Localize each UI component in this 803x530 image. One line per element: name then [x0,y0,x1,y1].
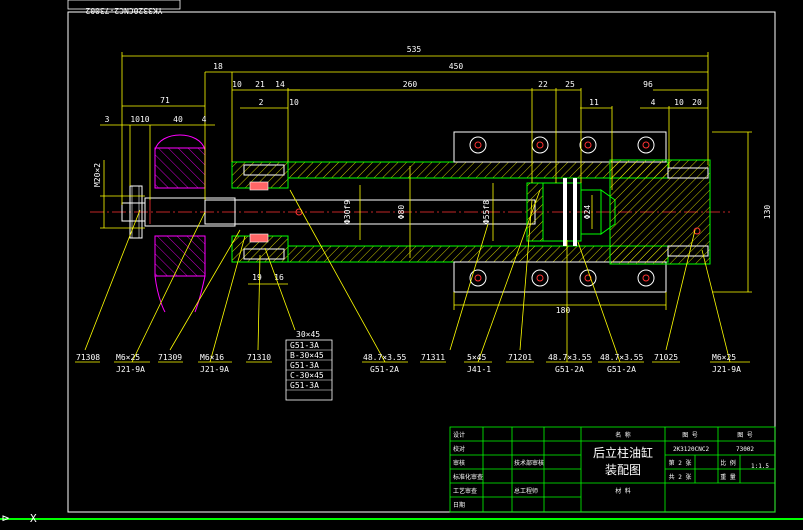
tb-material-label: 材 料 [615,487,631,495]
tb-title-line1: 后立柱油缸 [593,445,653,460]
callout-m6x25a-bottom: J21-9A [116,365,145,374]
dim-m20: M20×2 [93,163,102,187]
ucs-arrow-icon: ⊳ [2,511,9,525]
dim-14: 14 [275,80,285,89]
dim-10a: 10 [232,80,242,89]
seal-item-5: C-30×45 [290,371,324,380]
tb-title-line2: 装配图 [605,463,641,477]
callout-o48b-bottom: G51-2A [555,365,584,374]
ucs-x-label: X [30,512,37,525]
callout-71310: 71310 [247,353,271,362]
dim-4: 4 [202,115,207,124]
tb-sheet-2: 共 2 张 [669,473,692,481]
dim-96: 96 [643,80,653,89]
dim-dia80: Φ80 [397,205,406,220]
dim-21: 21 [255,80,265,89]
dim-260: 260 [403,80,418,89]
dim-3: 3 [105,115,110,124]
tb-row-5: 工艺审查 [453,487,477,495]
callout-o48b-top: 48.7×3.55 [548,353,592,362]
callout-o48a-top: 48.7×3.55 [363,353,407,362]
seal-item-6: G51-3A [290,381,319,390]
dim-2: 2 [259,98,264,107]
dim-20: 20 [692,98,702,107]
callout-o48a-bottom: G51-2A [370,365,399,374]
dim-10c: 10 [674,98,684,107]
dim-10-10: 1010 [130,115,149,124]
dim-25: 25 [565,80,575,89]
tb-row-4: 标准化审查 [453,473,483,481]
tb-row-6: 日期 [453,501,465,509]
dim-dia55: Φ55f8 [482,200,491,224]
tb-sheet-1: 第 2 张 [669,459,692,467]
callout-m6x16-bottom: J21-9A [200,365,229,374]
dim-11: 11 [589,98,599,107]
dim-71: 71 [160,96,170,105]
dim-40: 40 [173,115,183,124]
dim-dia24: Φ24 [583,205,592,220]
tb-row-2: 校对 [453,445,465,453]
tb-scale: 1:1.5 [751,463,769,470]
dim-dia30: Φ30f9 [343,200,352,224]
drawing-frame [67,11,776,513]
dim-535: 535 [407,45,422,54]
title-stamp: YK3320CNC2-73002 [85,6,162,15]
callout-5x45-bottom: J41-1 [467,365,491,374]
callout-m6x25a-top: M6×25 [116,353,140,362]
tb-row-3: 审核 [453,459,465,467]
leader-lines [75,189,750,363]
tb-scale-label: 比 例 [720,459,736,467]
seal-item-2: G51-3A [290,341,319,350]
callout-71201: 71201 [508,353,532,362]
tb-drawing-no: 2K3120CNC2 [673,446,710,453]
dim-22: 22 [538,80,548,89]
seal-item-1: 30×45 [296,330,320,339]
dim-18: 18 [213,62,223,71]
dim-130: 130 [763,205,772,220]
callout-m6x16-top: M6×16 [200,353,224,362]
tb-code: 73002 [736,446,754,453]
title-block [449,426,776,513]
dim-19: 19 [252,273,262,282]
dim-180: 180 [556,306,571,315]
seal-item-3: B-30×45 [290,351,324,360]
dim-4b: 4 [651,98,656,107]
dimension-lines [100,52,752,310]
tb-label-drawing-no: 图 号 [682,432,698,439]
tb-weight-label: 重 量 [720,473,736,481]
callout-o48c-top: 48.7×3.55 [600,353,644,362]
dim-450: 450 [449,62,464,71]
tb-label-code: 图 号 [737,432,753,439]
tb-mid-3: 技术部审核 [514,459,544,467]
callout-71025: 71025 [654,353,678,362]
tb-mid-5: 总工程师 [514,487,538,495]
callout-o48c-bottom: G51-2A [607,365,636,374]
callout-m6x25b-bottom: J21-9A [712,365,741,374]
bottom-border [0,518,803,520]
callout-71311: 71311 [421,353,445,362]
tb-row-1: 设计 [453,431,465,439]
title-stamp-box [67,0,181,10]
callout-71308: 71308 [76,353,100,362]
piston [526,178,616,246]
callout-5x45-top: 5×45 [467,353,486,362]
tb-label-name: 名 称 [615,431,631,439]
seal-list: 30×45 G51-3A B-30×45 G51-3A C-30×45 G51-… [285,330,333,401]
end-cap [453,131,711,293]
callout-71309: 71309 [158,353,182,362]
dim-10b: 10 [289,98,299,107]
dim-16: 16 [274,273,284,282]
seal-item-4: G51-3A [290,361,319,370]
callout-m6x25b-top: M6×25 [712,353,736,362]
mounting-bracket [154,134,206,313]
